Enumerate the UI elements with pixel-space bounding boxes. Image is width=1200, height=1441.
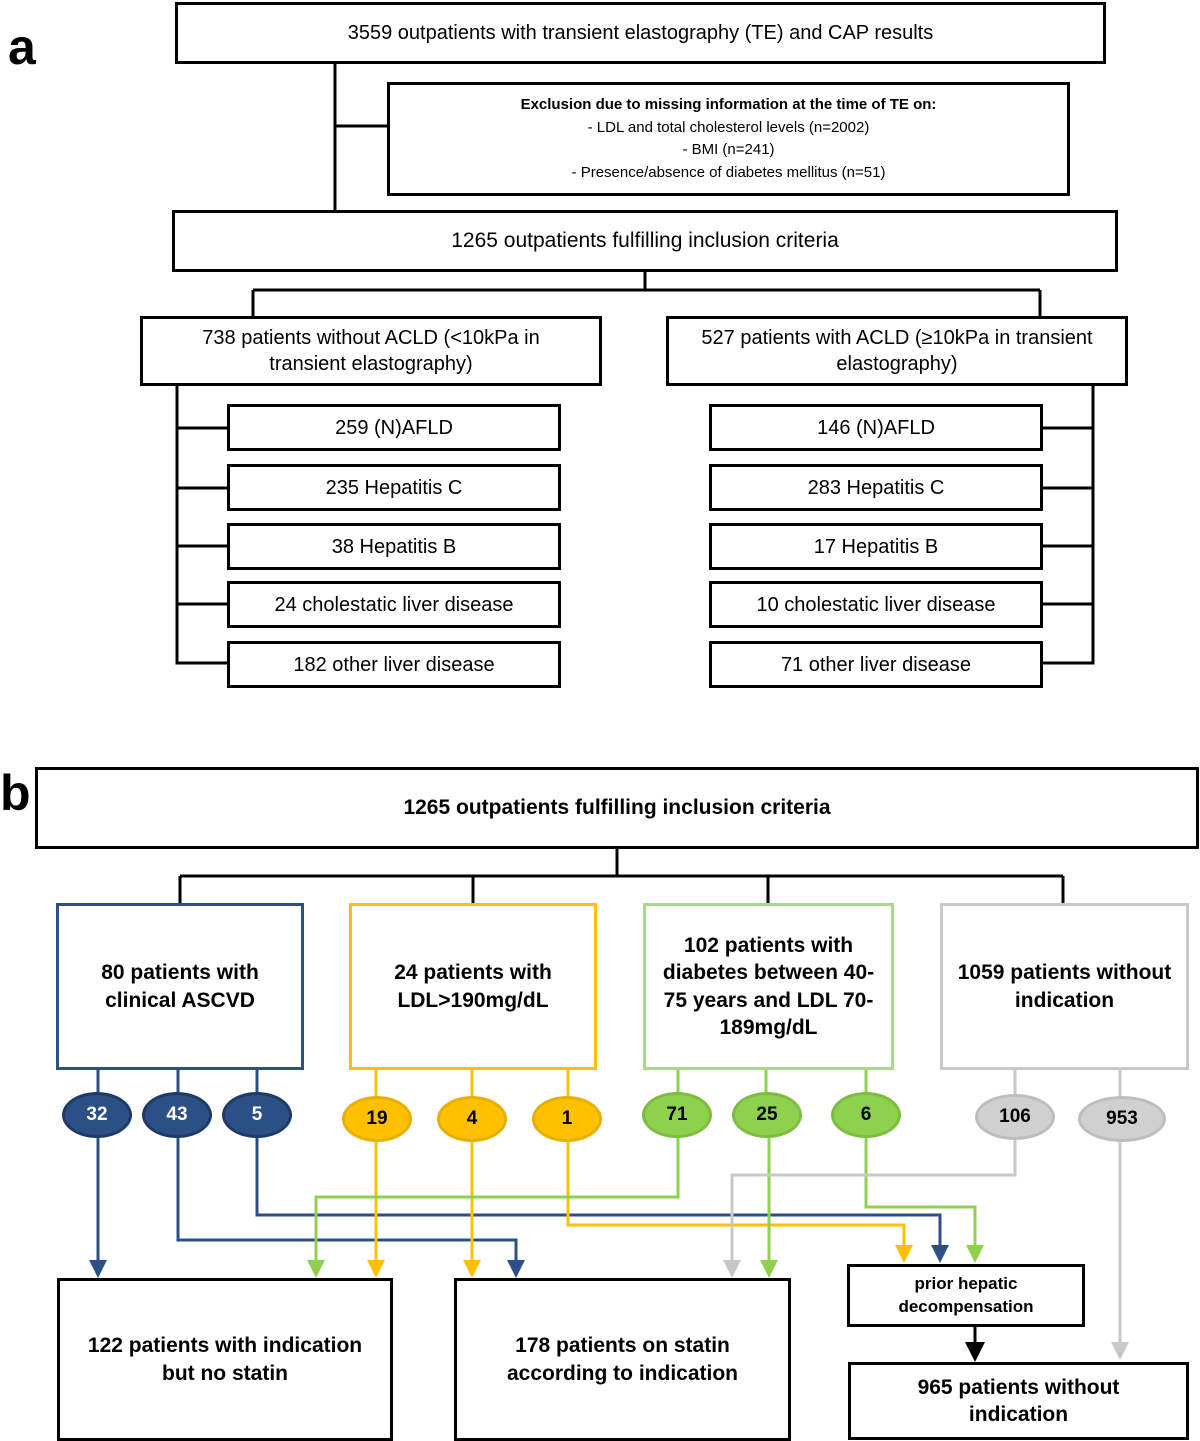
count-oval: 43 [142, 1092, 212, 1138]
with-acld-item: 71 other liver disease [709, 641, 1043, 688]
without-acld-box: 738 patients without ACLD (<10kPa in tra… [140, 316, 602, 386]
diabetes-flow-lines [314, 1069, 977, 1262]
no-indication-arrowheads [723, 1260, 1129, 1360]
count-oval: 106 [975, 1094, 1055, 1140]
ascvd-group-box: 80 patients with clinical ASCVD [56, 903, 304, 1070]
total-outpatients-label: 3559 outpatients with transient elastogr… [347, 22, 934, 44]
panel-a-connectors [175, 62, 1095, 665]
count-oval: 19 [342, 1096, 412, 1142]
panel-b-connectors [178, 847, 1065, 905]
with-acld-item: 10 cholestatic liver disease [709, 581, 1043, 628]
exclusion-item: - BMI (n=241) [682, 141, 775, 158]
exclusion-item: - LDL and total cholesterol levels (n=20… [587, 118, 870, 136]
b-included-patients-box: 1265 outpatients fulfilling inclusion cr… [35, 767, 1199, 849]
etiology-label: 71 other liver disease [780, 653, 972, 676]
no-indication-group-title: 1059 patients without indication [957, 961, 1172, 1012]
prior-decompensation-box: prior hepatic decompensation [847, 1264, 1085, 1327]
without-indication-box: 965 patients without indication [848, 1362, 1189, 1440]
etiology-label: 17 Hepatitis B [813, 535, 939, 558]
count-oval: 71 [642, 1092, 712, 1138]
count-oval: 5 [222, 1092, 292, 1138]
decompensation-arrow [965, 1325, 985, 1362]
no-statin-label: 122 patients with indication but no stat… [87, 1334, 363, 1385]
diabetes-arrowheads [307, 1245, 984, 1278]
with-acld-item: 146 (N)AFLD [709, 404, 1043, 451]
count-oval: 6 [831, 1092, 901, 1138]
no-indication-group-box: 1059 patients without indication [940, 903, 1189, 1070]
with-acld-box: 527 patients with ACLD (≥10kPa in transi… [666, 316, 1128, 386]
ldl-flow-lines [374, 1069, 906, 1262]
prior-decompensation-label: prior hepatic decompensation [898, 1274, 1034, 1316]
count-oval: 953 [1078, 1096, 1166, 1142]
panel-label-a: a [8, 19, 36, 75]
included-patients-box: 1265 outpatients fulfilling inclusion cr… [172, 210, 1118, 272]
included-patients-label: 1265 outpatients fulfilling inclusion cr… [451, 229, 839, 253]
diabetes-group-box: 102 patients with diabetes between 40-75… [643, 903, 894, 1070]
etiology-label: 10 cholestatic liver disease [756, 593, 996, 616]
etiology-label: 235 Hepatitis C [325, 476, 463, 499]
exclusion-item: - Presence/absence of diabetes mellitus … [571, 163, 886, 181]
ascvd-flow-lines [96, 1069, 942, 1262]
total-outpatients-box: 3559 outpatients with transient elastogr… [175, 2, 1106, 64]
etiology-label: 38 Hepatitis B [331, 535, 457, 558]
without-acld-item: 259 (N)AFLD [227, 404, 561, 451]
etiology-label: 283 Hepatitis C [807, 476, 945, 499]
without-acld-item: 182 other liver disease [227, 641, 561, 688]
no-indication-flow-lines [730, 1069, 1122, 1344]
without-indication-label: 965 patients without indication [917, 1375, 1120, 1426]
count-oval: 25 [732, 1092, 802, 1138]
etiology-label: 146 (N)AFLD [817, 416, 935, 439]
with-acld-item: 283 Hepatitis C [709, 464, 1043, 511]
without-acld-title: 738 patients without ACLD (<10kPa in tra… [202, 327, 540, 375]
with-acld-item: 17 Hepatitis B [709, 523, 1043, 570]
on-statin-label: 178 patients on statin according to indi… [506, 1334, 738, 1385]
etiology-label: 24 cholestatic liver disease [274, 593, 514, 616]
panel-label-b: b [0, 765, 31, 821]
ascvd-arrowheads [89, 1245, 949, 1278]
count-oval: 32 [62, 1092, 132, 1138]
etiology-label: 182 other liver disease [293, 653, 495, 676]
without-acld-item: 38 Hepatitis B [227, 523, 561, 570]
count-oval: 4 [437, 1096, 507, 1142]
without-acld-item: 24 cholestatic liver disease [227, 581, 561, 628]
ldl-arrowheads [367, 1245, 913, 1278]
ldl-group-box: 24 patients with LDL>190mg/dL [349, 903, 597, 1070]
on-statin-box: 178 patients on statin according to indi… [454, 1278, 791, 1441]
diabetes-group-title: 102 patients with diabetes between 40-75… [662, 933, 875, 1039]
etiology-label: 259 (N)AFLD [335, 416, 453, 439]
ldl-group-title: 24 patients with LDL>190mg/dL [394, 961, 552, 1012]
ascvd-group-title: 80 patients with clinical ASCVD [101, 961, 259, 1012]
exclusion-box: Exclusion due to missing information at … [387, 82, 1070, 196]
exclusion-heading: Exclusion due to missing information at … [520, 96, 937, 113]
no-statin-box: 122 patients with indication but no stat… [57, 1278, 393, 1441]
count-oval: 1 [532, 1096, 602, 1142]
b-included-patients-label: 1265 outpatients fulfilling inclusion cr… [403, 796, 831, 820]
with-acld-title: 527 patients with ACLD (≥10kPa in transi… [701, 327, 1093, 375]
without-acld-item: 235 Hepatitis C [227, 464, 561, 511]
